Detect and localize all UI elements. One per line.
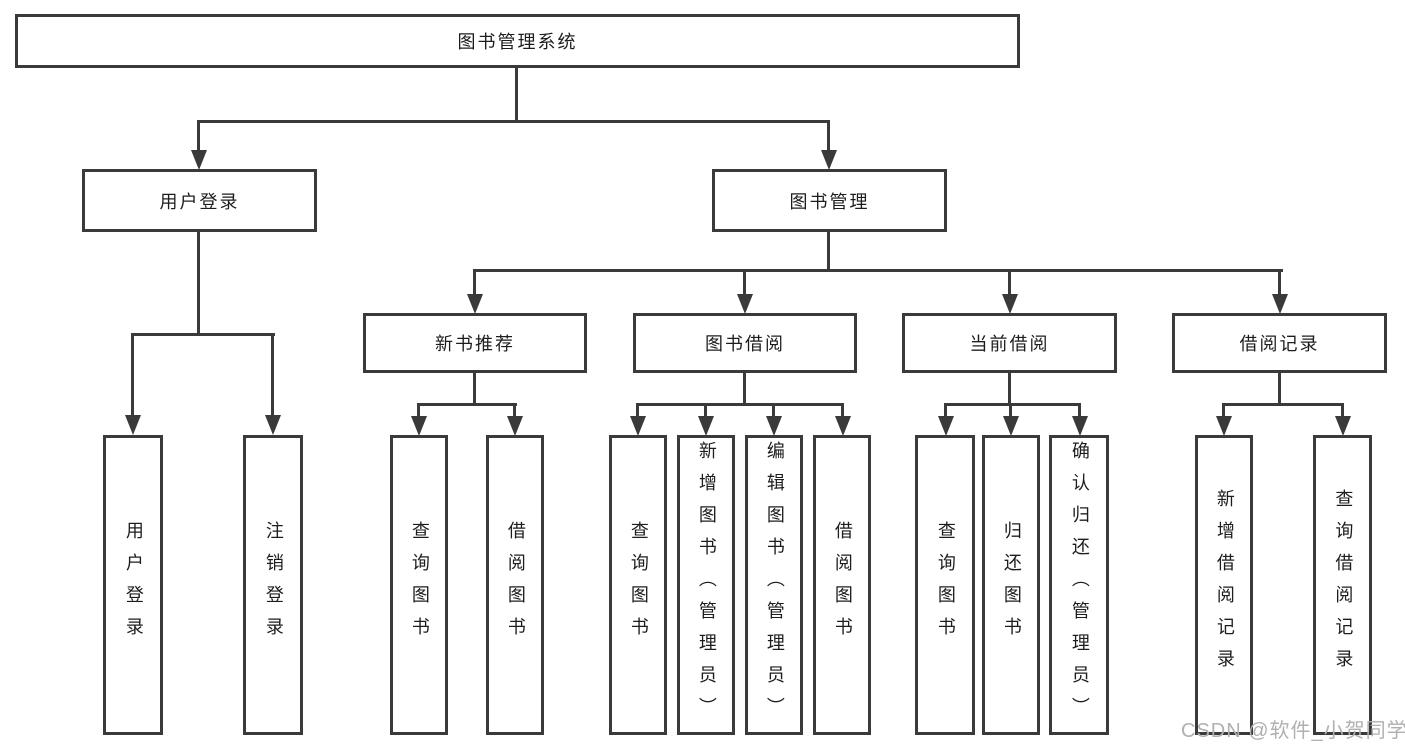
arrow-down-icon xyxy=(1003,416,1019,436)
connector-line xyxy=(473,373,476,406)
leaf-confirm-return-admin-label: 确认归还（管理员） xyxy=(1069,441,1090,729)
connector-line xyxy=(1278,269,1281,296)
node-new-book-recommendation-label: 新书推荐 xyxy=(435,334,515,354)
leaf-add-borrow-record-label: 新增借阅记录 xyxy=(1214,489,1235,681)
connector-line xyxy=(197,232,200,336)
connector-line xyxy=(1222,403,1344,406)
connector-line xyxy=(704,403,707,417)
leaf-edit-book-admin-label: 编辑图书（管理员） xyxy=(764,441,785,729)
node-user-login: 用户登录 xyxy=(82,169,317,232)
leaf-query-books-borrowing: 查询图书 xyxy=(609,435,667,735)
leaf-query-books-current-label: 查询图书 xyxy=(935,521,956,649)
leaf-borrow-books-borrowing-label: 借阅图书 xyxy=(832,521,853,649)
arrow-down-icon xyxy=(191,150,207,170)
arrow-down-icon xyxy=(737,294,753,314)
node-borrowing-records-label: 借阅记录 xyxy=(1239,334,1320,354)
connector-line xyxy=(743,269,746,296)
leaf-add-book-admin: 新增图书（管理员） xyxy=(677,435,735,735)
arrow-down-icon xyxy=(821,150,837,170)
node-book-management: 图书管理 xyxy=(712,169,947,232)
leaf-return-books: 归还图书 xyxy=(982,435,1040,735)
leaf-borrow-books-borrowing: 借阅图书 xyxy=(813,435,871,735)
leaf-query-borrow-record-label: 查询借阅记录 xyxy=(1333,489,1354,681)
arrow-down-icon xyxy=(835,416,851,436)
arrow-down-icon xyxy=(698,416,714,436)
node-library-system-label: 图书管理系统 xyxy=(457,32,578,52)
connector-line xyxy=(636,403,844,406)
arrow-down-icon xyxy=(1072,416,1088,436)
arrow-down-icon xyxy=(467,294,483,314)
leaf-query-books-recommend-label: 查询图书 xyxy=(409,521,430,649)
leaf-edit-book-admin: 编辑图书（管理员） xyxy=(745,435,803,735)
leaf-borrow-books-recommend: 借阅图书 xyxy=(486,435,544,735)
connector-line xyxy=(131,333,275,336)
connector-line xyxy=(743,373,746,406)
node-book-borrowing-label: 图书借阅 xyxy=(705,334,785,354)
connector-line xyxy=(1341,403,1344,417)
connector-line xyxy=(1009,403,1012,417)
leaf-return-books-label: 归还图书 xyxy=(1001,521,1022,649)
arrow-down-icon xyxy=(938,416,954,436)
node-user-login-label: 用户登录 xyxy=(159,191,240,212)
connector-line xyxy=(772,403,775,417)
leaf-user-login-label: 用户登录 xyxy=(123,521,144,649)
connector-line xyxy=(515,68,518,123)
leaf-logout-login: 注销登录 xyxy=(243,435,303,735)
arrow-down-icon xyxy=(1002,294,1018,314)
arrow-down-icon xyxy=(1272,294,1288,314)
connector-line xyxy=(1278,373,1281,406)
node-borrowing-records: 借阅记录 xyxy=(1172,313,1387,373)
leaf-query-books-current: 查询图书 xyxy=(915,435,975,735)
connector-line xyxy=(417,403,420,417)
connector-line xyxy=(944,403,1081,406)
arrow-down-icon xyxy=(265,415,281,435)
node-current-borrowing: 当前借阅 xyxy=(902,313,1117,373)
connector-line xyxy=(473,269,476,296)
connector-line xyxy=(197,120,830,123)
arrow-down-icon xyxy=(1335,416,1351,436)
connector-line xyxy=(827,232,830,272)
watermark-text: CSDN @软件_小贺同学 xyxy=(1181,720,1405,742)
connector-line xyxy=(271,333,274,417)
leaf-query-borrow-record: 查询借阅记录 xyxy=(1313,435,1372,735)
leaf-add-book-admin-label: 新增图书（管理员） xyxy=(696,441,717,729)
leaf-query-books-borrowing-label: 查询图书 xyxy=(628,521,649,649)
arrow-down-icon xyxy=(630,416,646,436)
node-library-system: 图书管理系统 xyxy=(15,14,1020,68)
connector-line xyxy=(1008,269,1011,296)
node-new-book-recommendation: 新书推荐 xyxy=(363,313,587,373)
connector-line xyxy=(1078,403,1081,417)
connector-line xyxy=(944,403,947,417)
node-book-management-label: 图书管理 xyxy=(789,191,870,212)
arrow-down-icon xyxy=(1216,416,1232,436)
leaf-query-books-recommend: 查询图书 xyxy=(390,435,448,735)
leaf-logout-login-label: 注销登录 xyxy=(263,521,284,649)
node-current-borrowing-label: 当前借阅 xyxy=(969,334,1050,354)
arrow-down-icon xyxy=(125,415,141,435)
connector-line xyxy=(827,120,830,152)
connector-line xyxy=(417,403,517,406)
node-book-borrowing: 图书借阅 xyxy=(633,313,857,373)
arrow-down-icon xyxy=(411,416,427,436)
connector-line xyxy=(131,333,134,417)
connector-line xyxy=(1008,373,1011,406)
connector-line xyxy=(513,403,516,417)
leaf-user-login: 用户登录 xyxy=(103,435,163,735)
connector-line xyxy=(841,403,844,417)
connector-line xyxy=(473,269,1283,272)
arrow-down-icon xyxy=(766,416,782,436)
leaf-add-borrow-record: 新增借阅记录 xyxy=(1195,435,1253,735)
arrow-down-icon xyxy=(507,416,523,436)
leaf-borrow-books-recommend-label: 借阅图书 xyxy=(505,521,526,649)
connector-line xyxy=(1222,403,1225,417)
leaf-confirm-return-admin: 确认归还（管理员） xyxy=(1049,435,1109,735)
connector-line xyxy=(197,120,200,152)
connector-line xyxy=(636,403,639,417)
